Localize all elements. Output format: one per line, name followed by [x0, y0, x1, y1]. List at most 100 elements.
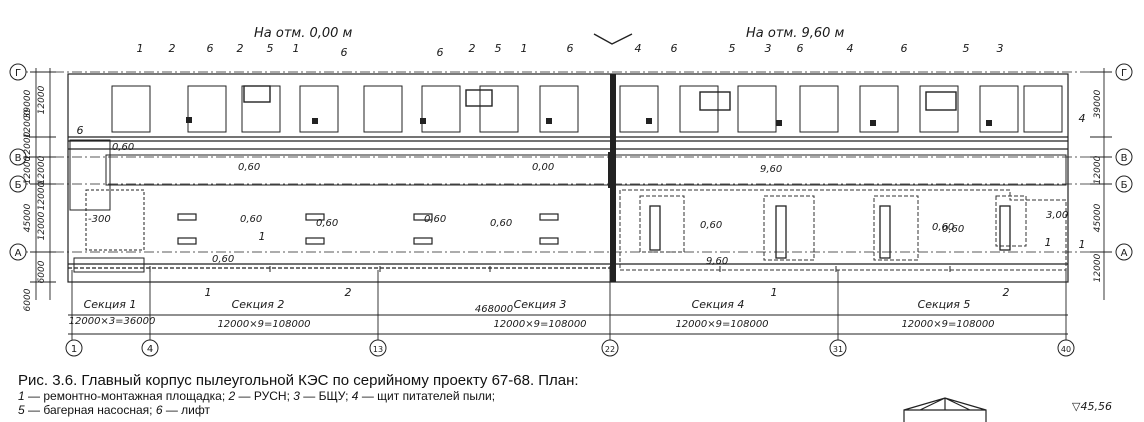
callout-number: 1: [293, 42, 300, 55]
callout-number: 6: [901, 42, 908, 55]
dimension-left: 12000: [23, 155, 33, 184]
row-axis-label: В: [1121, 153, 1128, 164]
callout-number: 4: [847, 42, 854, 55]
row-axis-bubble: [9, 148, 27, 166]
callout-number: 5: [495, 42, 502, 55]
elevation-mark: 9,60: [760, 164, 782, 175]
section-cut-arrow: [593, 33, 633, 45]
section-label: Секция 1: [84, 298, 137, 311]
row-axis-bubble: [1115, 148, 1133, 166]
dimension-left: 12000: [23, 131, 33, 160]
callout-number: 2: [169, 42, 176, 55]
dimension-left: 12000: [37, 211, 47, 240]
section-dimension: 12000×9=108000: [675, 319, 768, 330]
callout-number: 6: [207, 42, 214, 55]
elevation-mark: 0,60: [212, 254, 234, 265]
callout-number: 1: [259, 230, 266, 243]
elevation-mark: 0,60: [112, 142, 134, 153]
callout-number: 5: [963, 42, 970, 55]
dimension-left: 12000: [37, 181, 47, 210]
row-axis-label: Б: [1121, 180, 1128, 191]
elevation-mark: 0,60: [490, 218, 512, 229]
column-axis-label: 1: [71, 344, 77, 355]
callout-number: 6: [437, 46, 444, 59]
column-axis-bubble: [829, 339, 847, 357]
elevation-mark: 0,60: [238, 162, 260, 173]
callout-number: 1: [1045, 236, 1052, 249]
row-axis-label: В: [15, 153, 22, 164]
column-axis-label: 31: [833, 345, 843, 354]
elevation-mark: 0,60: [942, 224, 964, 235]
callout-number: 1: [521, 42, 528, 55]
caption-legend-line-1: 1 — ремонтно-монтажная площадка; 2 — РУС…: [18, 389, 496, 403]
legend-item: БЩУ;: [318, 389, 349, 403]
elevation-mark: 0,00: [532, 162, 554, 173]
column-axis-label: 22: [605, 345, 615, 354]
callout-number: 1: [205, 286, 212, 299]
callout-number: 5: [729, 42, 736, 55]
column-axis-label: 13: [373, 345, 383, 354]
callout-number: 2: [1003, 286, 1010, 299]
row-axis-bubble: [1115, 175, 1133, 193]
column-axis-bubble: [369, 339, 387, 357]
section-dimension: 12000×9=108000: [217, 319, 310, 330]
callout-number: 4: [1079, 112, 1086, 125]
column-axis-bubble: [1057, 339, 1075, 357]
callout-number: 2: [237, 42, 244, 55]
dimension-left: 12000: [37, 85, 47, 114]
row-axis-label: Б: [15, 180, 22, 191]
section-label: Секция 5: [918, 298, 971, 311]
callout-number: 2: [469, 42, 476, 55]
dimension-right: 12000: [1093, 253, 1103, 282]
column-axis-bubble: [601, 339, 619, 357]
row-axis-bubble: [1115, 243, 1133, 261]
caption-title: Рис. 3.6. Главный корпус пылеугольной КЭ…: [18, 372, 579, 389]
callout-number: 3: [765, 42, 772, 55]
section-label: Секция 3: [514, 298, 567, 311]
callout-number: 5: [267, 42, 274, 55]
legend-item: щит питателей пыли;: [377, 389, 496, 403]
callout-number: 6: [341, 46, 348, 59]
elevation-mark: -300: [88, 214, 111, 225]
elevation-mark: 0,60: [316, 218, 338, 229]
callout-number: 6: [77, 124, 84, 137]
section-label: Секция 4: [692, 298, 745, 311]
dimension-left: 12000: [23, 109, 33, 138]
elevation-mark: 0,60: [700, 220, 722, 231]
elevation-mark: 3,00: [1046, 210, 1068, 221]
callout-number: 2: [345, 286, 352, 299]
row-axis-label: А: [1121, 248, 1128, 259]
callout-number: 1: [1079, 238, 1086, 251]
building-outline: [67, 73, 1069, 283]
column-axis-label: 4: [147, 344, 153, 355]
dimension-right: 39000: [1093, 89, 1103, 118]
truss-sketch: [903, 397, 987, 422]
callout-number: 1: [771, 286, 778, 299]
legend-item: багерная насосная;: [43, 403, 153, 417]
section-dimension: 468000: [475, 304, 513, 315]
callout-number: 4: [635, 42, 642, 55]
column-axis-bubble: [65, 339, 83, 357]
dimension-left: 6000: [37, 260, 47, 283]
level-label-right: На отм. 9,60 м: [746, 26, 845, 41]
corner-elevation: ▽45,56: [1072, 400, 1112, 413]
callout-number: 6: [797, 42, 804, 55]
legend-item: лифт: [181, 403, 210, 417]
row-axis-bubble: [9, 243, 27, 261]
elevation-mark: 0,60: [240, 214, 262, 225]
row-axis-bubble: [9, 175, 27, 193]
legend-item: РУСН;: [253, 389, 290, 403]
callout-number: 1: [137, 42, 144, 55]
figure-caption: Рис. 3.6. Главный корпус пылеугольной КЭ…: [18, 372, 658, 417]
callout-number: 3: [997, 42, 1004, 55]
caption-legend-line-2: 5 — багерная насосная; 6 — лифт: [18, 403, 210, 417]
callout-number: 6: [671, 42, 678, 55]
dimension-right: 12000: [1093, 155, 1103, 184]
row-axis-bubble: [1115, 63, 1133, 81]
row-axis-label: Г: [1121, 68, 1127, 79]
section-dimension: 12000×9=108000: [493, 319, 586, 330]
column-axis-label: 40: [1061, 345, 1071, 354]
legend-item: ремонтно-монтажная площадка;: [43, 389, 226, 403]
dimension-left: 6000: [23, 288, 33, 311]
